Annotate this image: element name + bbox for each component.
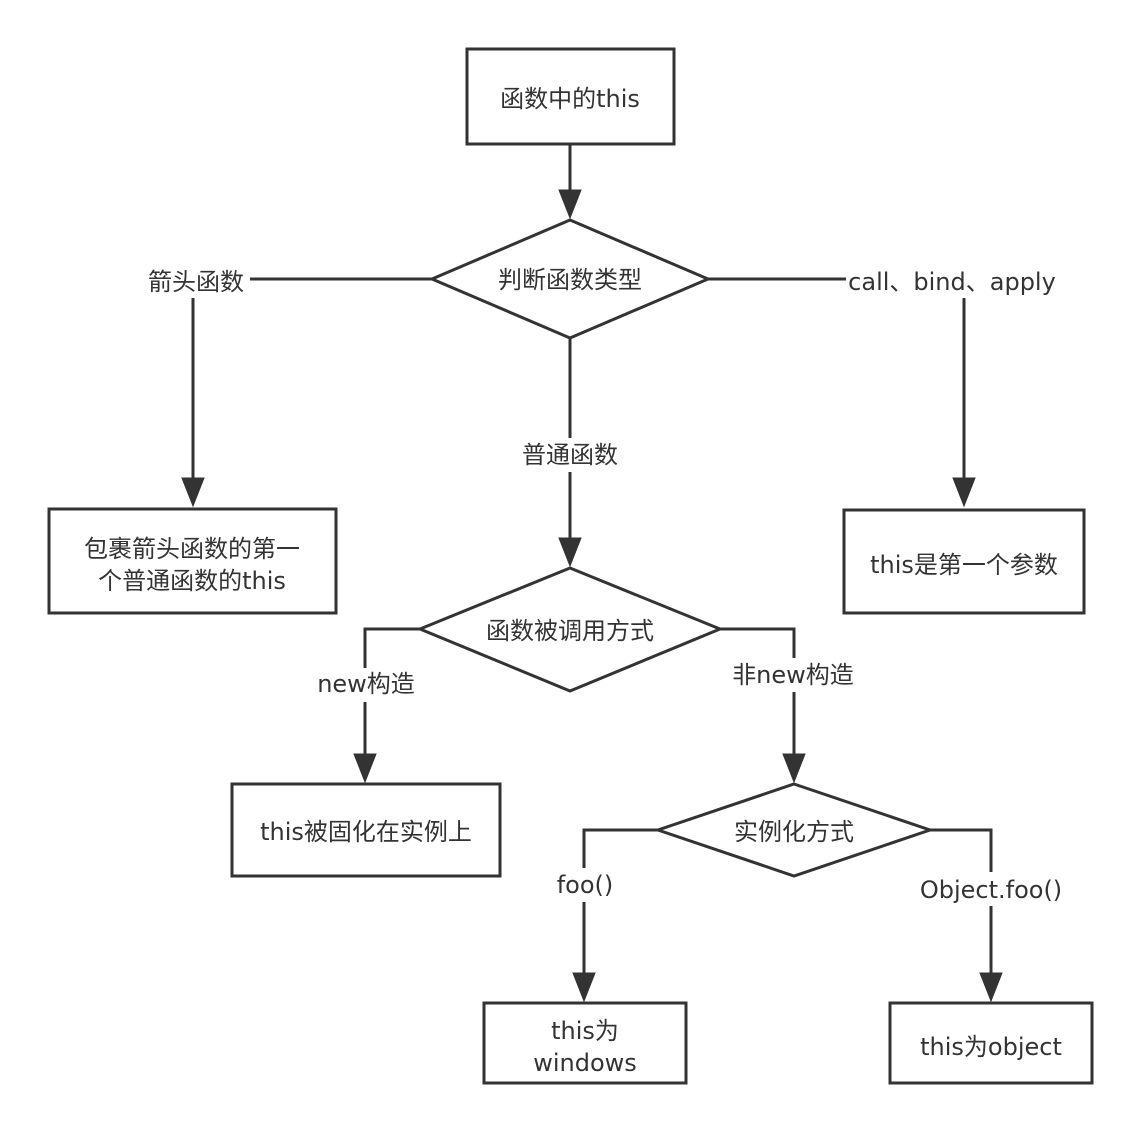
node-arrow-result-line-2: 个普通函数的this [98,567,286,595]
edge-instantiate-to-window [582,828,658,976]
label-normal-fn: 普通函数 [522,441,618,469]
node-new-result: this被固化在实例上 [230,782,502,878]
label-call-bind-apply: call、bind、apply [848,268,1056,296]
edge-type-to-arrow [191,277,432,481]
edge-instantiate-to-object [930,828,993,976]
arrowhead-type-to-invoke [558,537,582,568]
node-call-result-text: this是第一个参数 [870,551,1058,579]
label-non-new-construct: 非new构造 [732,661,854,689]
arrowhead-instantiate-to-object [979,972,1003,1003]
node-function-type-text: 判断函数类型 [498,266,642,294]
node-root: 函数中的this [465,47,676,146]
node-object-result: this为object [888,1001,1094,1085]
node-window-result-line-1: this为 [551,1017,619,1045]
arrowhead-type-to-call [952,477,976,508]
node-instantiate-method: 实例化方式 [653,782,935,878]
node-function-type: 判断函数类型 [428,218,712,340]
node-window-result: this为 windows [482,1001,688,1085]
node-new-result-text: this被固化在实例上 [260,818,472,846]
node-window-result-line-2: windows [533,1049,637,1077]
node-invoke-method-text: 函数被调用方式 [486,617,654,645]
edge-invoke-to-instantiate [720,627,796,757]
edge-invoke-to-new [363,627,420,757]
arrowhead-instantiate-to-window [572,972,596,1003]
node-root-text: 函数中的this [500,85,640,113]
edges [181,144,1003,1003]
arrowhead-root-to-type [558,189,582,220]
arrowhead-invoke-to-instantiate [782,753,806,784]
label-foo-call: foo() [557,871,614,899]
nodes: 函数中的this 判断函数类型 包裹箭头函数的第一 个普通函数的this thi… [47,47,1094,1085]
node-invoke-method: 函数被调用方式 [416,566,724,693]
label-object-foo-call: Object.foo() [920,876,1062,904]
node-arrow-result-line-1: 包裹箭头函数的第一 [84,535,300,563]
edge-type-to-call [708,277,966,481]
arrowhead-invoke-to-new [353,753,377,784]
node-object-result-text: this为object [920,1033,1062,1061]
arrowhead-type-to-arrow [181,477,205,508]
label-arrow-fn: 箭头函数 [148,268,244,296]
node-call-result: this是第一个参数 [842,508,1086,615]
label-new-construct: new构造 [317,670,415,698]
node-arrow-result: 包裹箭头函数的第一 个普通函数的this [47,507,338,615]
node-instantiate-method-text: 实例化方式 [734,818,854,846]
edge-labels: 箭头函数 call、bind、apply 普通函数 new构造 非new构造 f… [138,264,1068,906]
